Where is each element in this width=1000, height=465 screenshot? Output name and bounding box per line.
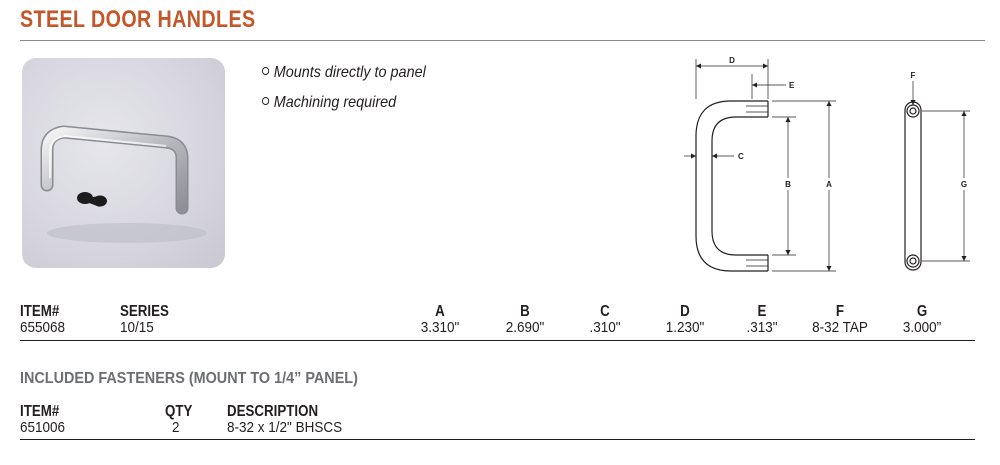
spec-header-b: B: [520, 303, 530, 320]
dimension-label-b: B: [785, 180, 791, 189]
dimension-label-g: G: [961, 180, 967, 189]
dimension-label-d: D: [729, 56, 735, 65]
spec-table-rule: [20, 340, 975, 341]
spec-value-a: 3.310": [420, 319, 460, 336]
fasteners-title: INCLUDED FASTENERS (MOUNT TO 1/4” PANEL): [20, 370, 358, 387]
fastener-qty: 2: [172, 419, 180, 436]
spec-value-d: 1.230": [665, 319, 705, 336]
spec-value-c: .310": [589, 319, 621, 336]
spec-item-number: 655068: [20, 319, 66, 336]
spec-header-g: G: [916, 303, 928, 320]
spec-value-b: 2.690": [505, 319, 545, 336]
dimension-label-c: C: [738, 152, 744, 161]
title-divider: [20, 40, 985, 41]
spec-header-series: SERIES: [120, 303, 169, 320]
page-title: STEEL DOOR HANDLES: [20, 6, 256, 33]
spec-header-e: E: [757, 303, 767, 320]
bullet-icon: [262, 67, 270, 75]
dimension-label-a: A: [826, 180, 832, 189]
spec-header-c: C: [600, 303, 610, 320]
spec-header-d: D: [680, 303, 690, 320]
dimension-label-f: F: [911, 71, 916, 80]
spec-value-f: 8-32 TAP: [812, 319, 868, 336]
feature-item: Mounts directly to panel: [262, 64, 426, 94]
fasteners-table-rule: [20, 439, 975, 440]
feature-list: Mounts directly to panel Machining requi…: [262, 64, 426, 124]
spec-header-f: F: [835, 303, 845, 320]
feature-item: Machining required: [262, 94, 426, 124]
spec-header-item: ITEM#: [20, 303, 60, 320]
bullet-icon: [262, 97, 270, 105]
fastener-header-description: DESCRIPTION: [227, 403, 319, 420]
spec-header-a: A: [435, 303, 445, 320]
fastener-header-qty: QTY: [165, 403, 193, 420]
product-photo: [22, 58, 225, 268]
spec-value-g: 3.000”: [902, 319, 942, 336]
spec-value-e: .313": [746, 319, 778, 336]
fastener-description: 8-32 x 1/2" BHSCS: [227, 419, 343, 436]
spec-series: 10/15: [120, 319, 154, 336]
technical-drawing: D E C B A F G: [684, 56, 970, 272]
dimension-label-e: E: [789, 81, 795, 90]
fastener-header-item: ITEM#: [20, 403, 60, 420]
fastener-item-number: 651006: [20, 419, 66, 436]
